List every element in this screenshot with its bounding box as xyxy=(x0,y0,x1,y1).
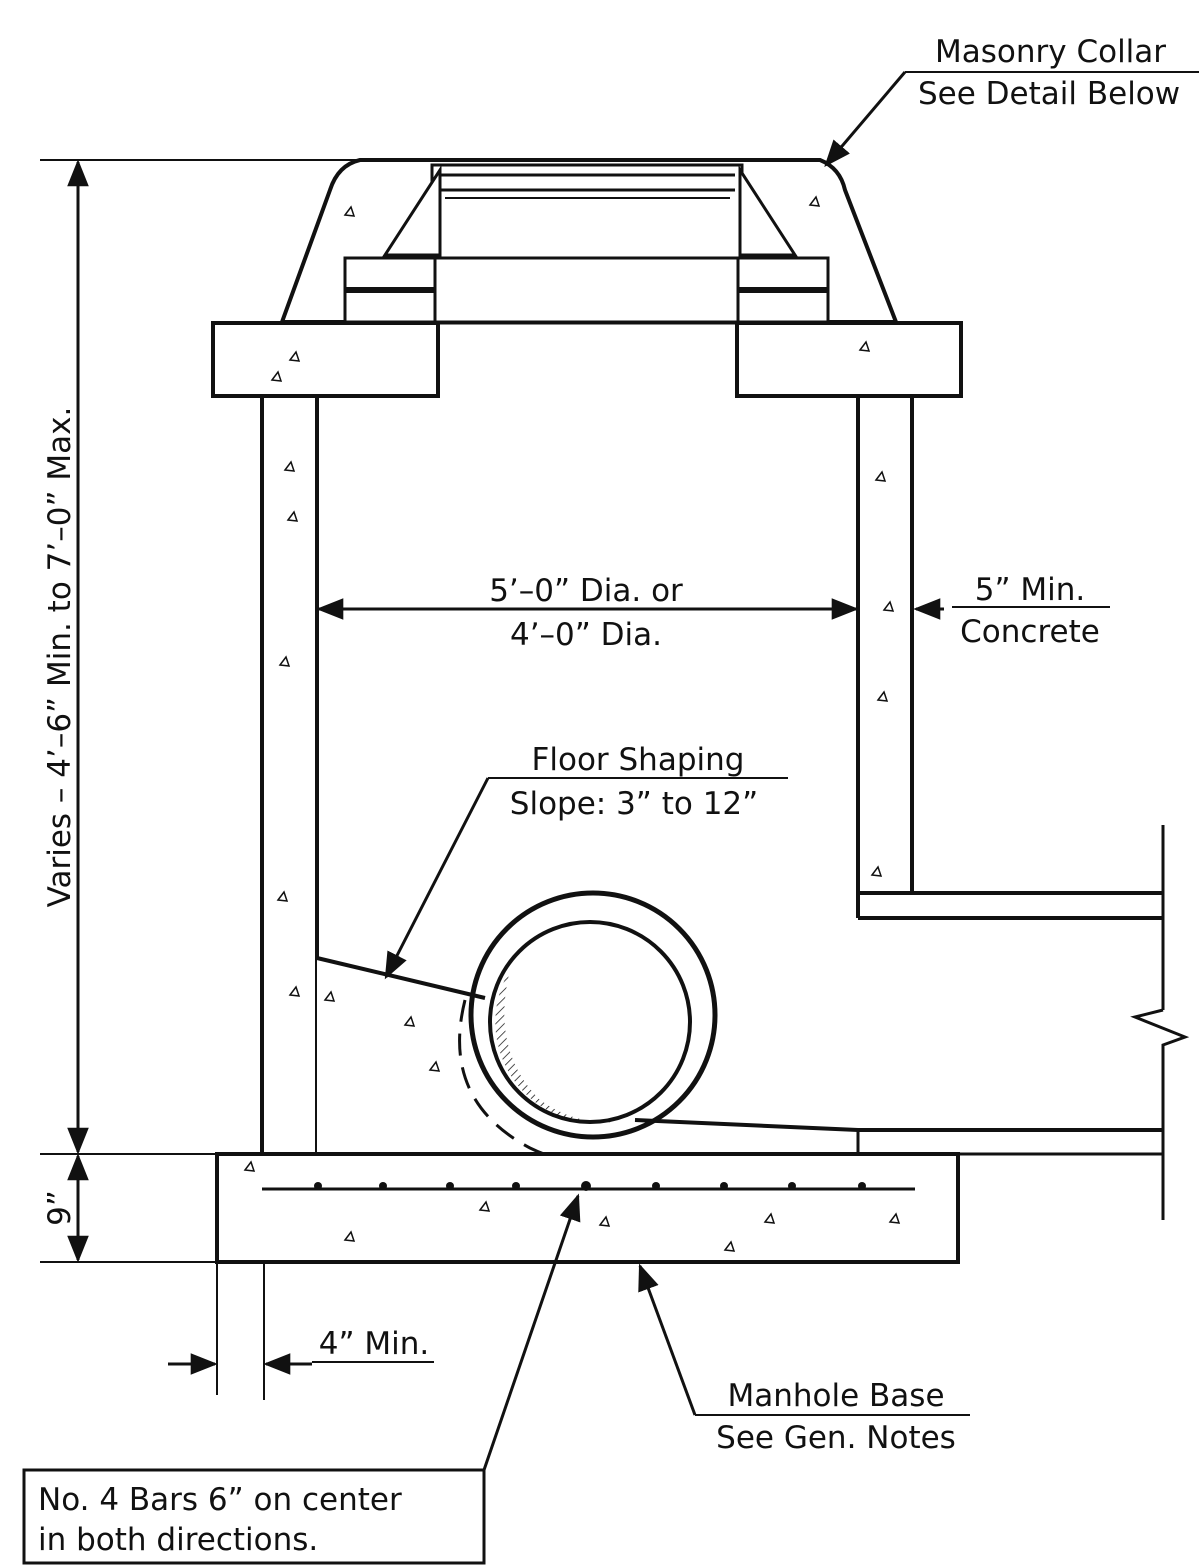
manhole-base xyxy=(215,1152,960,1264)
base-note: Manhole Base See Gen. Notes xyxy=(638,1263,970,1456)
height-label: Varies – 4’–6” Min. to 7’–0” Max. xyxy=(42,407,78,908)
height-dimension: Varies – 4’–6” Min. to 7’–0” Max. 9” xyxy=(40,159,360,1263)
top-slab xyxy=(211,321,963,398)
projection-dimension: 4” Min. xyxy=(168,1262,434,1400)
floor-shaping xyxy=(316,956,1163,1156)
wall-thickness-note: 5” Min. Concrete xyxy=(913,572,1110,650)
diameter-label-line2: 4’–0” Dia. xyxy=(510,617,662,653)
floor-label-line2: Slope: 3” to 12” xyxy=(510,786,758,822)
wall-label-line1: 5” Min. xyxy=(975,572,1086,608)
collar-label-line1: Masonry Collar xyxy=(935,34,1166,70)
base-label-line2: See Gen. Notes xyxy=(716,1420,956,1456)
floor-shaping-note: Floor Shaping Slope: 3” to 12” xyxy=(384,742,788,980)
wall-label-line2: Concrete xyxy=(960,614,1100,650)
base-label-line1: Manhole Base xyxy=(727,1378,944,1414)
diameter-label-line1: 5’–0” Dia. or xyxy=(489,573,683,609)
manhole-walls xyxy=(260,394,914,1156)
collar-note: Masonry Collar See Detail Below xyxy=(824,34,1199,168)
projection-label: 4” Min. xyxy=(319,1326,430,1362)
rebar-note: No. 4 Bars 6” on center in both directio… xyxy=(22,1193,581,1565)
base-thickness-label: 9” xyxy=(42,1190,78,1226)
floor-label-line1: Floor Shaping xyxy=(532,742,745,778)
masonry-collar xyxy=(279,158,899,324)
inlet-pipe xyxy=(858,825,1190,1220)
concrete-aggregate xyxy=(243,195,901,1252)
bars-label-line2: in both directions. xyxy=(38,1522,318,1558)
outlet-pipe xyxy=(458,890,718,1163)
diameter-dimension: 5’–0” Dia. or 4’–0” Dia. xyxy=(316,573,859,653)
collar-label-line2: See Detail Below xyxy=(918,76,1180,112)
bars-label-line1: No. 4 Bars 6” on center xyxy=(38,1482,402,1518)
